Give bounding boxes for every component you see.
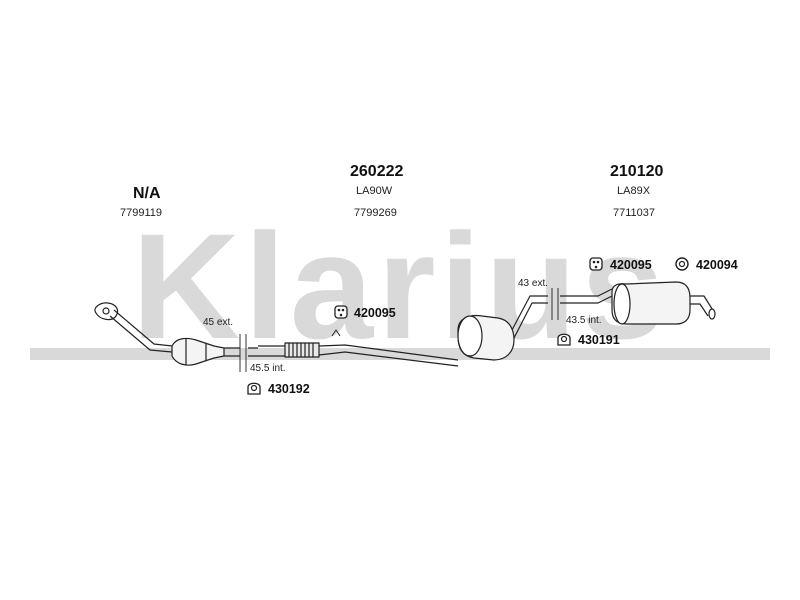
tailpipe — [690, 295, 715, 317]
catalytic-converter — [171, 337, 225, 366]
centre-pipe — [258, 345, 285, 357]
watermark-text: Klarius — [132, 210, 669, 370]
middle-silencer — [457, 314, 515, 361]
front-flange — [94, 302, 119, 321]
part-hanger-420094: 420094 — [696, 258, 738, 272]
clamp-icon — [247, 382, 261, 395]
part-hanger-420095-rear: 420095 — [610, 258, 652, 272]
rubber-hanger-icon — [589, 257, 603, 271]
part-hanger-420095-centre: 420095 — [354, 306, 396, 320]
part-clamp-430191: 430191 — [578, 333, 620, 347]
group2-oe: 7799269 — [354, 207, 397, 219]
dim-front-int: 45.5 int. — [250, 363, 286, 374]
clamp-icon — [557, 333, 571, 346]
group2-ref: LA90W — [356, 185, 393, 197]
front-pipe — [109, 309, 173, 353]
dim-front-ext: 45 ext. — [203, 317, 234, 328]
group3-code: 210120 — [610, 163, 664, 180]
ring-hanger-icon — [675, 257, 689, 271]
group3-oe: 7711037 — [613, 207, 656, 219]
group3-ref: LA89X — [617, 185, 651, 197]
part-clamp-430192: 430192 — [268, 382, 310, 396]
rubber-hanger-icon — [334, 305, 348, 319]
rear-silencer — [611, 281, 691, 325]
flexi-section — [284, 342, 320, 358]
group2-code: 260222 — [350, 163, 404, 180]
group1-code: N/A — [133, 185, 161, 202]
group1-oe: 7799119 — [120, 207, 163, 219]
dim-rear-int: 43.5 int. — [566, 315, 602, 326]
dim-rear-ext: 43 ext. — [518, 278, 549, 289]
